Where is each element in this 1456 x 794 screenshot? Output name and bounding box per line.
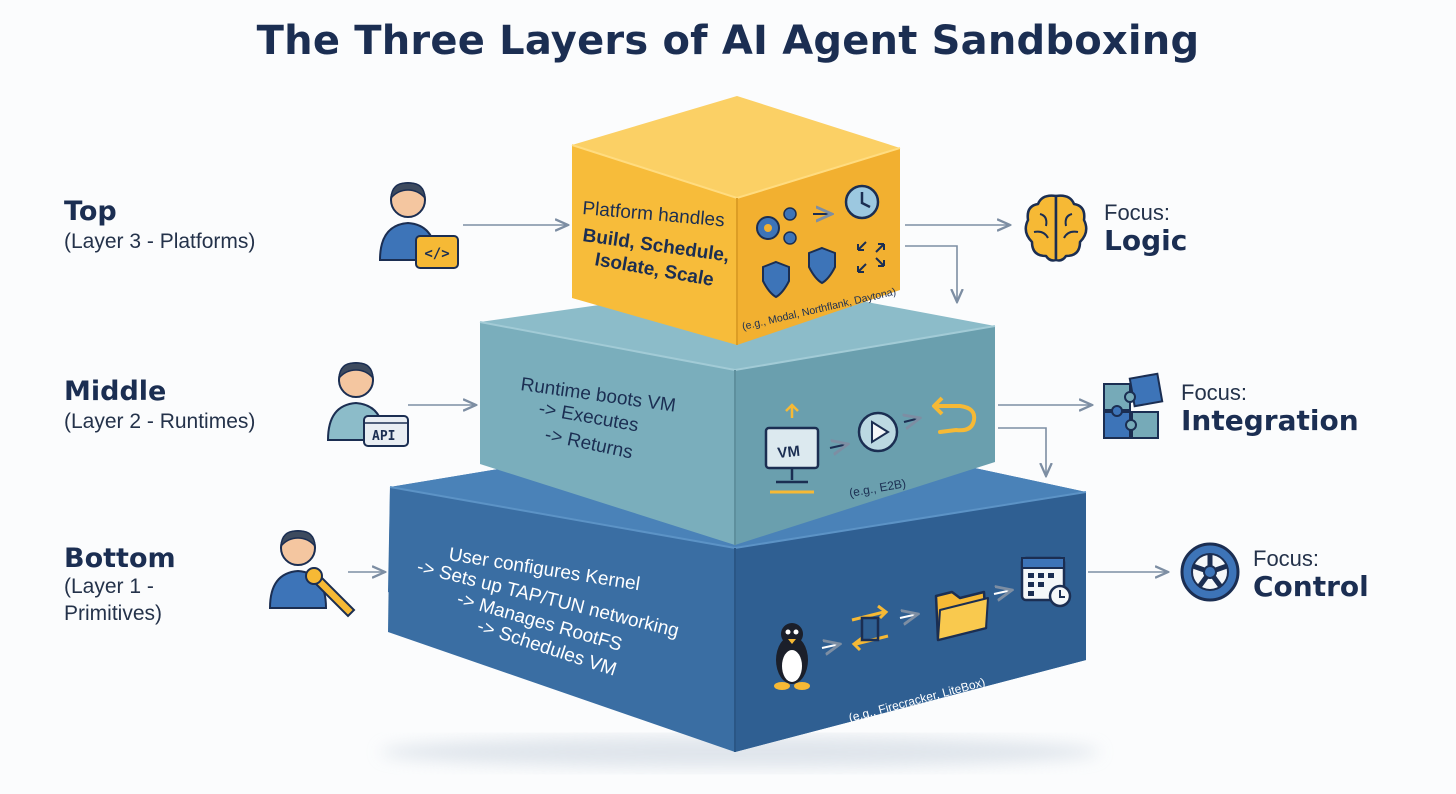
layer-top-sub: (Layer 3 - Platforms) — [64, 230, 256, 253]
connector-arrows — [348, 225, 1168, 572]
arrow-top-down — [905, 245, 957, 302]
shield-icon — [808, 246, 836, 285]
layer-bottom-sub-line2: Primitives) — [64, 602, 162, 625]
developer-api-icon — [326, 362, 409, 447]
vm-monitor-icon — [764, 403, 820, 494]
wheel-icon — [1180, 542, 1240, 602]
layer-bottom-name: Bottom — [64, 543, 176, 574]
svg-text:</>: </> — [424, 246, 449, 262]
arrow-network-folder — [899, 614, 918, 618]
focus-middle-value: Integration — [1181, 404, 1359, 437]
ground-shadow — [380, 736, 1100, 768]
return-arrow-icon — [932, 396, 977, 434]
brain-icon — [1024, 194, 1088, 262]
network-switch-icon — [851, 604, 889, 652]
developer-wrench-icon — [268, 530, 356, 618]
diagram-title: The Three Layers of AI Agent Sandboxing — [256, 18, 1200, 64]
gears-icon — [756, 207, 797, 245]
focus-top-label: Focus: — [1104, 200, 1171, 225]
focus-top-value: Logic — [1104, 224, 1188, 257]
bottom-slab — [388, 424, 1087, 752]
puzzle-icon — [1103, 372, 1164, 439]
api-label: API — [372, 429, 395, 444]
clock-icon — [844, 184, 880, 220]
arrow-folder-calendar — [993, 590, 1012, 594]
top-cube-left-face — [572, 145, 737, 345]
linux-penguin-icon — [774, 623, 810, 690]
layer-bottom-sub-line1: (Layer 1 - — [64, 575, 154, 598]
arrow-vm-play — [829, 444, 848, 448]
layer-middle-sub: (Layer 2 - Runtimes) — [64, 410, 256, 433]
focus-bottom-value: Control — [1253, 570, 1369, 603]
shield-icon — [762, 260, 790, 299]
focus-bottom-label: Focus: — [1253, 546, 1320, 571]
arrow-linux-network — [821, 644, 840, 648]
layer-middle-name: Middle — [64, 376, 167, 407]
developer-code-icon: </> — [378, 182, 459, 269]
vm-label: VM — [777, 443, 801, 462]
folder-icon — [934, 590, 989, 642]
middle-slab-left-face — [480, 322, 735, 545]
calendar-clock-icon — [1020, 556, 1072, 608]
focus-middle-label: Focus: — [1181, 380, 1248, 405]
scale-arrows-icon — [857, 241, 885, 273]
layer-top-name: Top — [64, 196, 117, 227]
bottom-slab-left-face — [388, 487, 735, 752]
arrow-play-return — [904, 418, 920, 422]
arrow-middle-down — [998, 427, 1046, 476]
play-icon — [857, 411, 899, 453]
